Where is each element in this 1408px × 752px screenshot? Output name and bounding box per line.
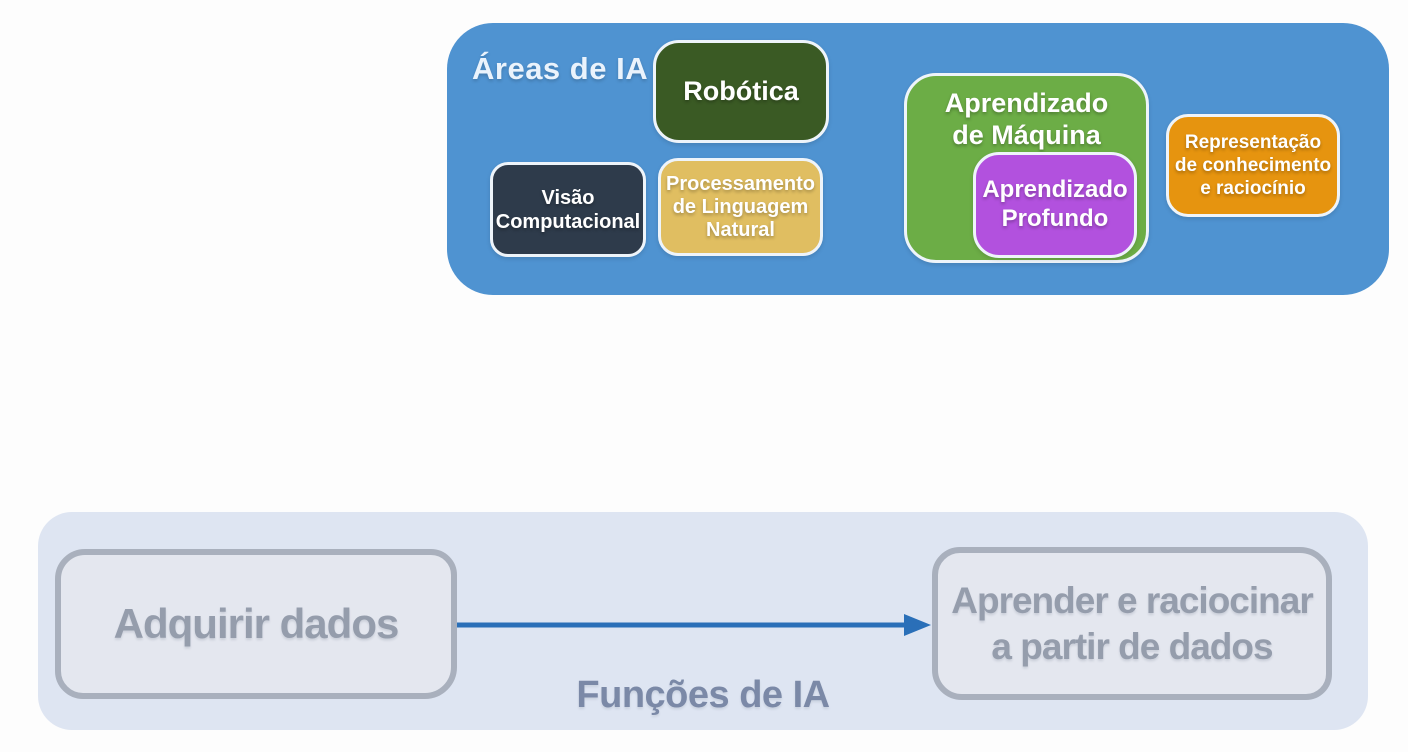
- funcao-node-aprender-raciocinar: Aprender e raciocinar a partir de dados: [932, 547, 1332, 700]
- area-box-ap-label-line2: Profundo: [1001, 205, 1109, 232]
- area-box-am-label-line1: Aprendizado: [944, 88, 1109, 118]
- area-box-ap-label-line1: Aprendizado: [982, 176, 1128, 204]
- areas-de-ia-panel: Áreas de IA Robótica Visão Computacional…: [447, 23, 1389, 295]
- area-box-pln-label-line1: Processamento: [666, 172, 815, 195]
- area-box-am-label-line2: de Máquina: [952, 119, 1101, 150]
- area-box-processamento-linguagem-natural: Processamento de Linguagem Natural: [658, 158, 823, 256]
- area-box-pln-label-line2: de Linguagem: [672, 195, 809, 218]
- area-box-aprendizado-profundo: Aprendizado Profundo: [973, 152, 1137, 258]
- area-box-rep-label-line3: e raciocínio: [1200, 178, 1306, 200]
- funcao-aprender-label-line1: Aprender e raciocinar: [951, 580, 1313, 622]
- area-box-aprendizado-de-maquina: Aprendizado de Máquina Aprendizado Profu…: [904, 73, 1149, 263]
- funcoes-de-ia-panel: Adquirir dados Aprender e raciocinar a p…: [38, 512, 1368, 730]
- funcao-aprender-label-line2: a partir de dados: [991, 625, 1273, 667]
- funcao-node-adquirir-dados: Adquirir dados: [55, 549, 457, 699]
- funcao-adquirir-label: Adquirir dados: [113, 600, 400, 647]
- funcoes-panel-title: Funções de IA: [576, 674, 830, 716]
- area-box-rep-label-line1: Representação: [1184, 131, 1322, 153]
- areas-panel-title: Áreas de IA: [472, 51, 649, 86]
- area-box-representacao-conhecimento: Representação de conhecimento e raciocín…: [1166, 114, 1340, 217]
- flow-arrow-head: [904, 614, 931, 636]
- area-box-visao-label-line2: Computacional: [495, 210, 641, 233]
- area-box-robotica-label: Robótica: [683, 76, 799, 106]
- area-box-rep-label-line2: de conhecimento: [1174, 154, 1332, 176]
- area-box-robotica: Robótica: [653, 40, 829, 143]
- area-box-visao-label-line1: Visão: [541, 186, 595, 209]
- area-box-pln-label-line3: Natural: [706, 218, 775, 241]
- area-box-visao-computacional: Visão Computacional: [490, 162, 646, 257]
- flow-arrow: [457, 614, 931, 636]
